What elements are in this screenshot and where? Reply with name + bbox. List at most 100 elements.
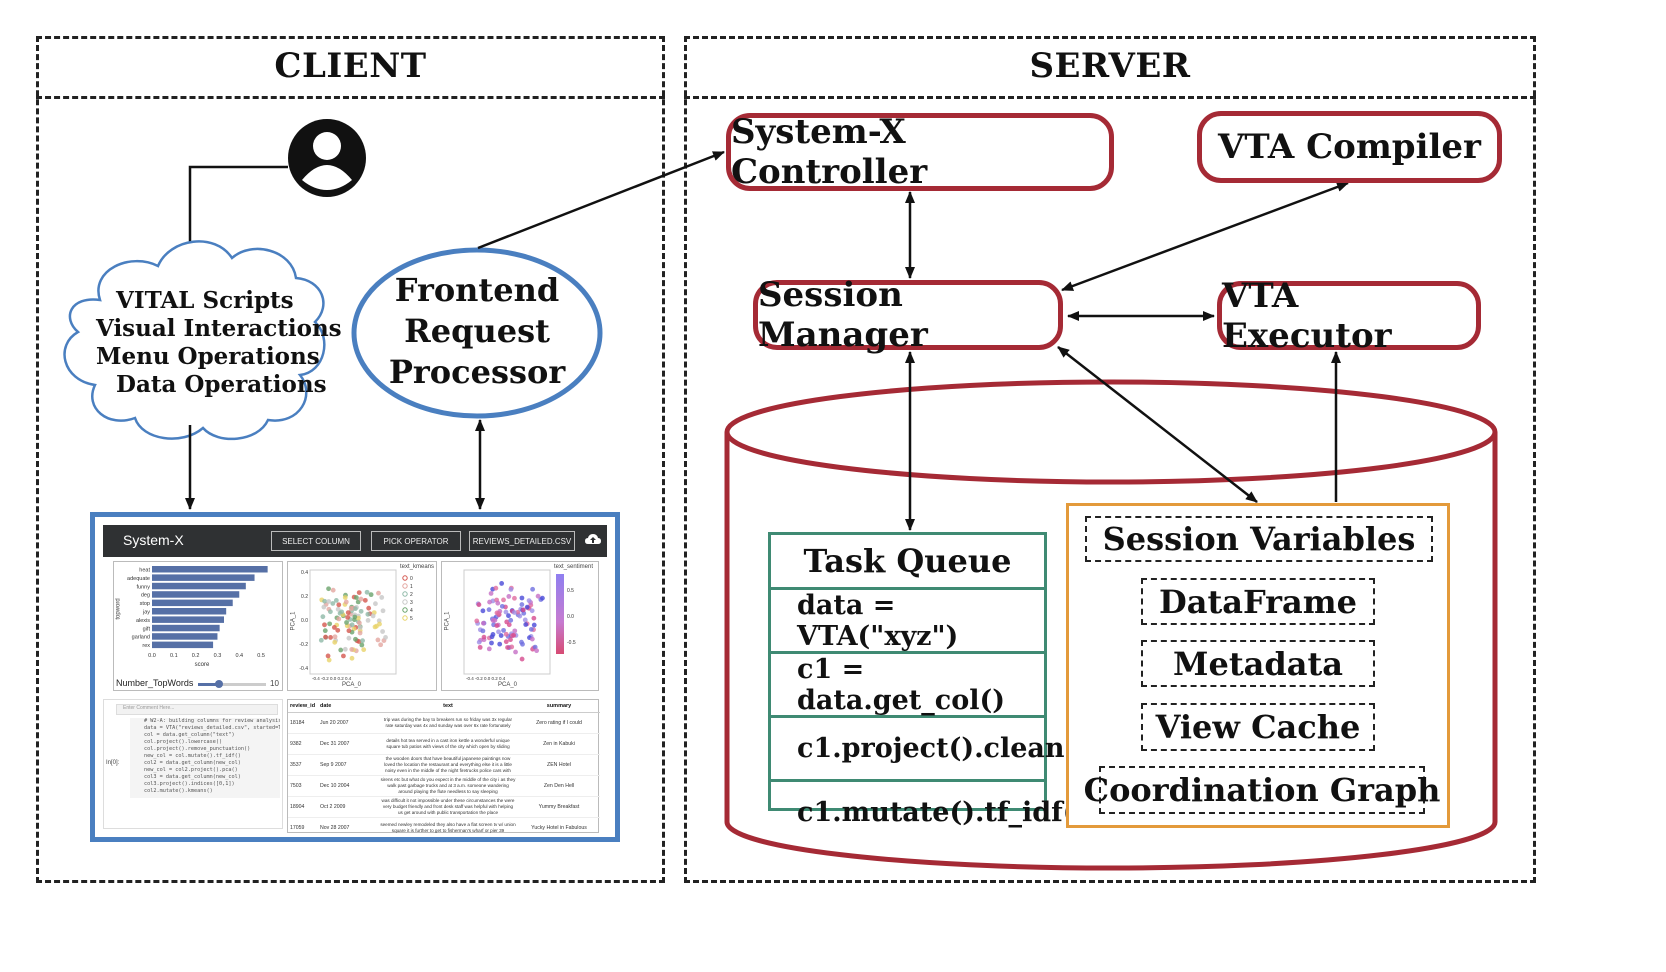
scatter2-point bbox=[511, 610, 517, 615]
scatter1-point bbox=[365, 618, 371, 623]
scatter2-point bbox=[512, 628, 518, 634]
scatter2-point bbox=[503, 639, 509, 645]
scatter1-ytick: 0.0 bbox=[301, 618, 308, 624]
code-line: col.project().lowercase() bbox=[144, 739, 223, 745]
scatter2-point bbox=[480, 628, 486, 634]
scatter1-point bbox=[330, 587, 336, 593]
comment-placeholder: Enter Comment Here... bbox=[123, 705, 175, 711]
scatter2-point bbox=[519, 595, 525, 601]
scatter2-point bbox=[481, 634, 487, 640]
comment-input[interactable]: Enter Comment Here... bbox=[116, 704, 278, 715]
server-header-divider bbox=[684, 96, 1536, 99]
scatter1-point bbox=[349, 622, 355, 628]
scatter1-point bbox=[357, 625, 363, 630]
topwords-slider[interactable] bbox=[198, 680, 266, 688]
scatter2-point bbox=[511, 632, 517, 638]
table-cell: 9382 bbox=[290, 741, 302, 747]
bar bbox=[152, 599, 233, 607]
scatter1-point bbox=[339, 609, 345, 615]
scatter2-point bbox=[526, 598, 532, 603]
scatter2-point bbox=[501, 627, 506, 633]
cloud-line-3: Menu Operations bbox=[96, 343, 320, 370]
session-manager-box: Session Manager bbox=[753, 275, 1063, 355]
scatter1-point bbox=[358, 608, 364, 614]
vta-executor-box: VTA Executor bbox=[1217, 276, 1481, 356]
dataset-button[interactable]: REVIEWS_DETAILED.CSV bbox=[469, 531, 575, 551]
cell-prompt: In[0]: bbox=[106, 760, 120, 766]
scatter2-point bbox=[505, 645, 510, 650]
cloud-upload-icon[interactable] bbox=[585, 533, 601, 547]
code-editor[interactable]: # W2-A: building columns for review anal… bbox=[130, 718, 280, 798]
ui-app-title: System-X bbox=[123, 532, 184, 548]
scatter1-point bbox=[377, 621, 382, 627]
frontend-line-3: Processor bbox=[388, 353, 566, 391]
scatter1-point bbox=[318, 637, 324, 643]
legend-label: 0 bbox=[410, 576, 413, 582]
scatter2-point bbox=[540, 595, 545, 601]
scatter1-ytick: 0.2 bbox=[301, 594, 308, 600]
sentiment-scatterplot: 0.50.0-0.5-0.4 -0.2 0.0 0.2 0.4 bbox=[463, 569, 576, 681]
cloud-line-2: Visual Interactions bbox=[96, 315, 342, 342]
scatter1-point bbox=[372, 624, 378, 630]
client-header-divider bbox=[36, 96, 665, 99]
bar bbox=[152, 624, 220, 632]
frontend-request-processor-ellipse bbox=[351, 247, 603, 419]
code-line: col = data.get_column("text") bbox=[144, 732, 235, 738]
code-line: col.project().remove_punctuation() bbox=[144, 746, 251, 752]
scatter2-point bbox=[476, 639, 482, 645]
frontend-line-1: Frontend bbox=[394, 271, 560, 309]
cloud-line-4: Data Operations bbox=[116, 371, 327, 398]
compiler-session-arrow bbox=[1061, 181, 1349, 292]
scatter2-point bbox=[517, 613, 523, 619]
table-cell: ZEN Hotel bbox=[547, 762, 571, 768]
scatter1-point bbox=[342, 646, 348, 652]
table-cell: Zero rating if I could bbox=[536, 720, 582, 726]
bar-ylabel: topword bbox=[115, 598, 122, 620]
interaction-cloud bbox=[63, 240, 326, 441]
scatter2-point bbox=[522, 617, 528, 623]
scatter1-point bbox=[361, 647, 367, 653]
table-cell: Zen in Kabuki bbox=[543, 741, 575, 747]
scatter2-point bbox=[508, 637, 513, 643]
scatter2-point bbox=[519, 656, 525, 662]
table-header-cell: text bbox=[443, 703, 453, 709]
scatter1-point bbox=[376, 590, 381, 596]
scatter1-point bbox=[348, 606, 354, 611]
scatter2-point bbox=[528, 626, 534, 632]
colorbar-tick: 0.5 bbox=[567, 588, 574, 594]
scatter1-point bbox=[322, 598, 328, 604]
scatter1-point bbox=[338, 647, 344, 653]
system-x-controller-box: System-X Controller bbox=[726, 112, 1114, 192]
user-to-cloud-connector bbox=[188, 165, 288, 268]
cloud-line-1: VITAL Scripts bbox=[116, 287, 294, 314]
scatter2-point bbox=[531, 615, 537, 621]
scatter1-point bbox=[378, 642, 384, 648]
scatter1-point bbox=[383, 634, 388, 640]
task-queue-row: c1 = data.get_col() bbox=[771, 651, 1044, 716]
scatter2-point bbox=[524, 604, 530, 610]
scatter2-point bbox=[513, 649, 518, 655]
select-column-button[interactable]: SELECT COLUMN bbox=[271, 531, 361, 551]
table-header-cell: review_id bbox=[290, 703, 316, 709]
legend-label: 4 bbox=[410, 608, 413, 614]
pick-operator-button[interactable]: PICK OPERATOR bbox=[371, 531, 461, 551]
bar bbox=[152, 574, 255, 581]
scatter1-point bbox=[330, 601, 336, 606]
scatter1-point bbox=[326, 657, 332, 663]
scatter2-point bbox=[489, 634, 495, 640]
scatter2-point bbox=[499, 603, 505, 609]
scatter1-point bbox=[326, 586, 331, 592]
code-cell-panel: Enter Comment Here... In[0]: # W2-A: bui… bbox=[103, 699, 283, 829]
scatter2-point bbox=[506, 622, 512, 628]
task-queue-row: data = VTA("xyz") bbox=[771, 587, 1044, 652]
bar-label: alexis bbox=[136, 618, 150, 624]
legend-marker bbox=[402, 615, 408, 621]
table-cell: Zen Den Hell bbox=[543, 783, 575, 789]
